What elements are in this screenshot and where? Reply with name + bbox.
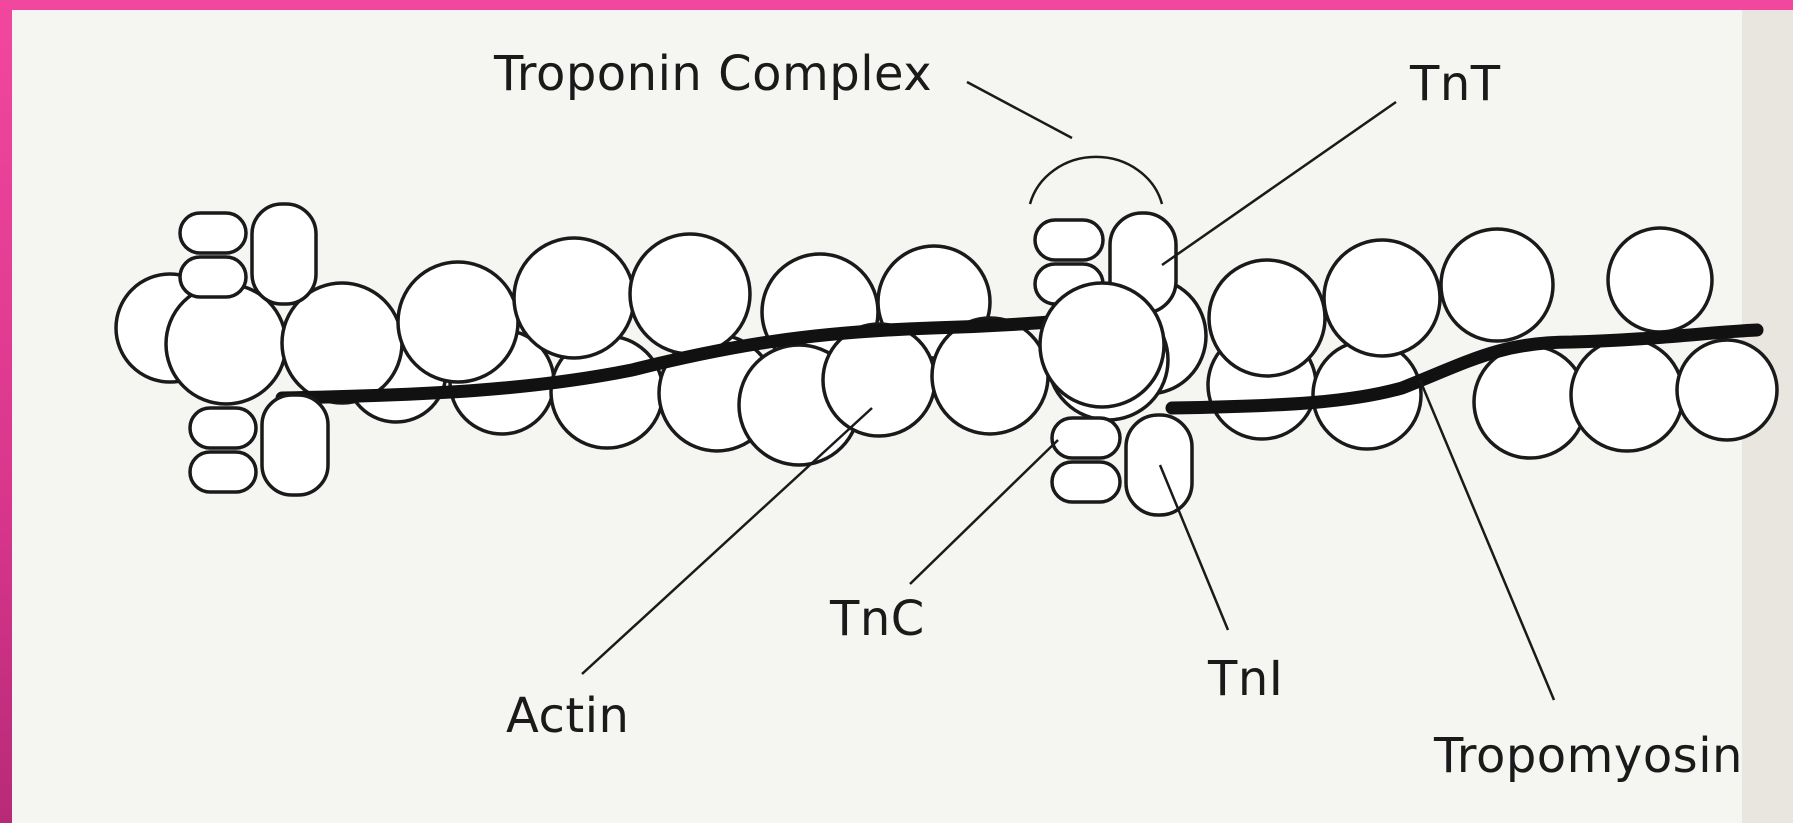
tnc-label: TnC (829, 591, 925, 647)
actin-monomer (398, 262, 518, 382)
actin-monomer (1209, 260, 1325, 376)
tnt-subunit (252, 204, 316, 304)
actin-monomer (1441, 229, 1553, 341)
tnc-subunit (180, 213, 246, 253)
actin-monomer (1608, 228, 1712, 332)
actin-label: Actin (506, 688, 629, 744)
actin-monomer (630, 234, 750, 354)
tnc-subunit (1052, 418, 1120, 458)
tropomyosin-label: Tropomyosin (1433, 728, 1743, 784)
tnc-subunit (1052, 462, 1120, 502)
troponin-complex-label: Troponin Complex (493, 46, 932, 102)
actin-monomer (1677, 340, 1777, 440)
tni-leader (1160, 465, 1228, 630)
tnt-label: TnT (1409, 56, 1501, 112)
tni-subunit (1126, 415, 1192, 515)
actin-monomer (1040, 283, 1164, 407)
tnc-leader (910, 440, 1058, 584)
thin-filament-diagram: Troponin Complex TnT TnC TnI Actin Tropo… (12, 10, 1793, 823)
actin-monomer (1324, 240, 1440, 356)
tnc-subunit (1035, 220, 1103, 260)
actin-monomer (1571, 339, 1683, 451)
troponin-complex-bracket (1030, 157, 1162, 204)
tni-label: TnI (1207, 651, 1283, 707)
actin-monomer (514, 238, 634, 358)
troponin-complex-leader (967, 82, 1072, 138)
diagram-frame: Troponin Complex TnT TnC TnI Actin Tropo… (12, 10, 1793, 823)
tnc-subunit (190, 408, 256, 448)
tnc-subunit (180, 257, 246, 297)
tni-subunit (262, 395, 328, 495)
actin-monomer (823, 324, 935, 436)
actin-monomer (1474, 346, 1586, 458)
tnc-subunit (190, 452, 256, 492)
actin-monomer (932, 318, 1048, 434)
tnt-leader (1162, 102, 1396, 265)
